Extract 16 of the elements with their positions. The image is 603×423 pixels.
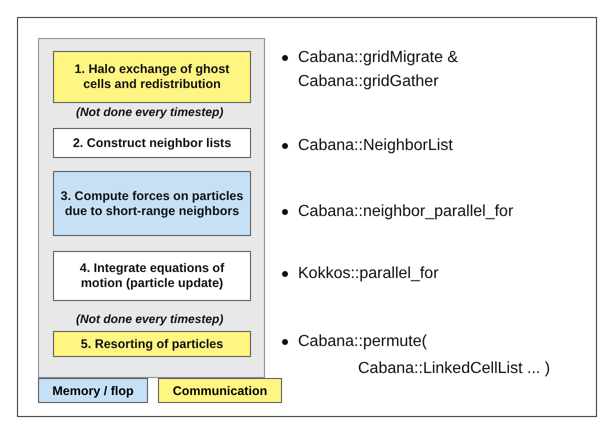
step-box: 4. Integrate equations of motion (particle update) [53,251,251,301]
note-text: (Not done every timestep) [76,312,224,326]
panel-background [38,38,265,378]
step-box: 2. Construct neighbor lists [53,128,251,158]
legend-item: Memory / flop [38,378,148,403]
legend-item: Communication [158,378,282,403]
api-text: Kokkos::parallel_for [298,264,439,284]
api-text: Cabana::neighbor_parallel_for [298,202,514,222]
note-text: (Not done every timestep) [76,105,224,119]
api-text: Cabana::LinkedCellList ... ) [358,359,550,379]
api-text: Cabana::NeighborList [298,136,453,156]
step-box: 3. Compute forces on particles due to short-range neighbors [53,171,251,236]
api-text: Cabana::gridMigrate & Cabana::gridGather [298,48,460,92]
api-text: Cabana::permute( [298,332,427,352]
step-box: 5. Resorting of particles [53,331,251,357]
step-box: 1. Halo exchange of ghost cells and redistribution [53,51,251,103]
